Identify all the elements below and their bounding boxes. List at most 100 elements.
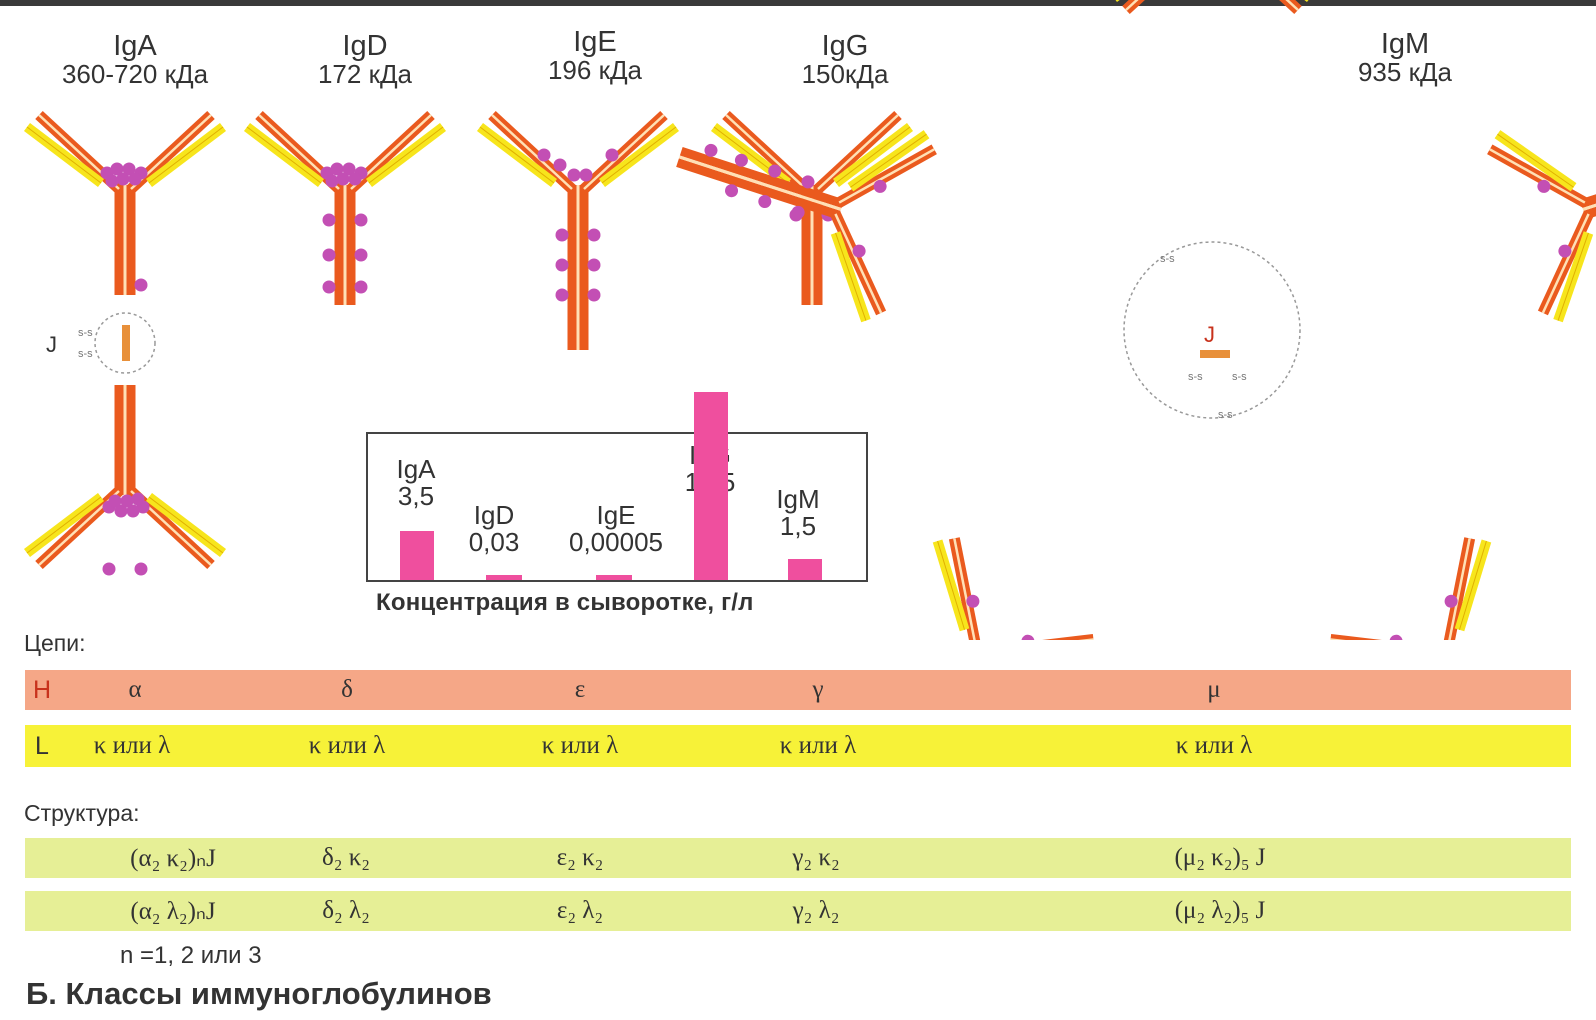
- light-chain-edge: [1557, 232, 1589, 321]
- heavy-chain-gap: [1447, 538, 1471, 640]
- disulfide-label: s-s: [1232, 371, 1247, 383]
- carbohydrate-dot: [873, 179, 887, 193]
- bar-label-iga: IgA 3,5: [346, 456, 486, 510]
- carbohydrate-dot: [587, 288, 601, 302]
- carbohydrate-dot: [734, 153, 748, 167]
- disulfide-label: s-s: [78, 348, 93, 360]
- carbohydrate-dot: [758, 195, 772, 209]
- heavy-chain: [676, 158, 841, 220]
- structure-label: Структура:: [24, 800, 140, 826]
- carbohydrate-dot: [1021, 634, 1035, 640]
- carbohydrate-dot: [336, 172, 350, 186]
- antibody: [23, 385, 227, 576]
- class-name-igg: IgG: [821, 30, 869, 62]
- class-mass-igd: 172 кДа: [317, 59, 413, 89]
- chains-label: Цепи:: [24, 630, 86, 656]
- bar-igm: [788, 559, 822, 580]
- structure-kappa-igg: γ₂ κ₂: [792, 844, 840, 871]
- disulfide-label: s-s: [1160, 253, 1175, 265]
- heavy-chain: [984, 633, 1095, 640]
- structure-kappa-igd: δ₂ κ₂: [321, 844, 371, 871]
- heavy-chain-gap: [953, 538, 977, 640]
- igm-ring: [1123, 241, 1301, 419]
- light-chain-edge: [835, 126, 911, 184]
- carbohydrate-dot: [553, 158, 567, 172]
- carbohydrate-dot: [579, 168, 593, 182]
- structure-lambda-iga: (α₂ λ₂)ₙJ: [130, 898, 216, 925]
- carbohydrate-dot: [122, 162, 136, 176]
- antibody: [676, 130, 937, 323]
- carbohydrate-dot: [342, 162, 356, 176]
- heavy-chain-gap: [1541, 213, 1590, 314]
- light-chain-edge: [479, 126, 555, 184]
- heavy-chain-gap: [1330, 638, 1439, 640]
- structure-row-kappa: (α₂ κ₂)ₙJ δ₂ κ₂ ε₂ κ₂ γ₂ κ₂ (μ₂ κ₂)₅ J: [25, 838, 1571, 878]
- structure-lambda-igd: δ₂ λ₂: [322, 897, 370, 924]
- carbohydrate-dot: [330, 162, 344, 176]
- light-chain-edge: [1497, 133, 1574, 188]
- bar-value-ige: 0,00005: [569, 527, 663, 557]
- class-name-iga: IgA: [113, 30, 157, 62]
- carbohydrate-dot: [555, 258, 569, 272]
- light-chain-edge: [148, 496, 224, 554]
- carbohydrate-dot: [537, 148, 551, 162]
- bar-label-ige: IgE 0,00005: [546, 502, 686, 556]
- carbohydrate-dot: [128, 172, 142, 186]
- carbohydrate-dot: [567, 168, 581, 182]
- structure-kappa-iga: (α₂ κ₂)ₙJ: [130, 845, 216, 872]
- structure-lambda-ige: ε₂ λ₂: [556, 897, 604, 924]
- light-chain-edge: [835, 232, 867, 321]
- carbohydrate-dot: [354, 213, 368, 227]
- bar-value-iga: 3,5: [397, 481, 435, 511]
- bar-iga: [400, 531, 434, 580]
- label-igg: IgG 150кДа: [760, 30, 930, 89]
- heavy-chain-igm: μ: [1207, 676, 1221, 703]
- antibody: [476, 110, 680, 350]
- light-chain-edge: [368, 126, 444, 184]
- light-chain-igd: κ или λ: [308, 732, 386, 759]
- heavy-chain-row: H α δ ε γ μ: [25, 670, 1571, 710]
- carbohydrate-dot: [852, 244, 866, 258]
- class-name-igd: IgD: [342, 30, 388, 62]
- carbohydrate-dot: [134, 278, 148, 292]
- carbohydrate-dot: [791, 205, 805, 219]
- bar-igd: [486, 575, 522, 580]
- carbohydrate-dot: [322, 280, 336, 294]
- class-mass-igm: 935 кДа: [1357, 57, 1453, 87]
- carbohydrate-dot: [1444, 594, 1458, 608]
- carbohydrate-dot: [1389, 634, 1403, 640]
- bar-name-igm: IgM: [776, 484, 820, 514]
- light-chain-edge: [1458, 540, 1487, 630]
- n-note: n =1, 2 или 3: [120, 942, 262, 969]
- heavy-chain-igg: γ: [812, 676, 824, 703]
- light-chain-edge: [850, 133, 927, 188]
- antibody: [710, 110, 914, 305]
- antibody: [23, 110, 227, 295]
- light-chain-edge: [246, 126, 322, 184]
- carbohydrate-dot: [110, 162, 124, 176]
- carbohydrate-dot: [120, 494, 134, 508]
- heavy-chain-ige: ε: [574, 676, 586, 703]
- structure-lambda-igm: (μ₂ λ₂)₅ J: [1174, 897, 1266, 924]
- heavy-chain: [1279, 0, 1302, 15]
- structure-kappa-ige: ε₂ κ₂: [556, 844, 604, 871]
- heavy-chain-gap: [985, 638, 1094, 640]
- carbohydrate-dot: [116, 172, 130, 186]
- carbohydrate-dot: [354, 248, 368, 262]
- bar-label-igm: IgM 1,5: [728, 486, 868, 540]
- carbohydrate-dot: [134, 562, 148, 576]
- bar-name-igd: IgD: [473, 500, 515, 530]
- iga-j-label: J: [46, 332, 57, 357]
- heavy-chain: [1537, 211, 1594, 316]
- carbohydrate-dot: [555, 228, 569, 242]
- j-chain-label: J: [1204, 322, 1215, 347]
- carbohydrate-dot: [102, 562, 116, 576]
- concentration-chart: IgA 3,5 IgD 0,03 IgE 0,00005 IgG 13,5 Ig…: [366, 392, 868, 582]
- light-chain-igg: κ или λ: [779, 732, 857, 759]
- structure-row-lambda: (α₂ λ₂)ₙJ δ₂ λ₂ ε₂ λ₂ γ₂ λ₂ (μ₂ λ₂)₅ J: [25, 891, 1571, 931]
- light-chain-edge: [26, 126, 102, 184]
- carbohydrate-dot: [605, 148, 619, 162]
- bar-label-igd: IgD 0,03: [424, 502, 564, 556]
- carbohydrate-dot: [587, 258, 601, 272]
